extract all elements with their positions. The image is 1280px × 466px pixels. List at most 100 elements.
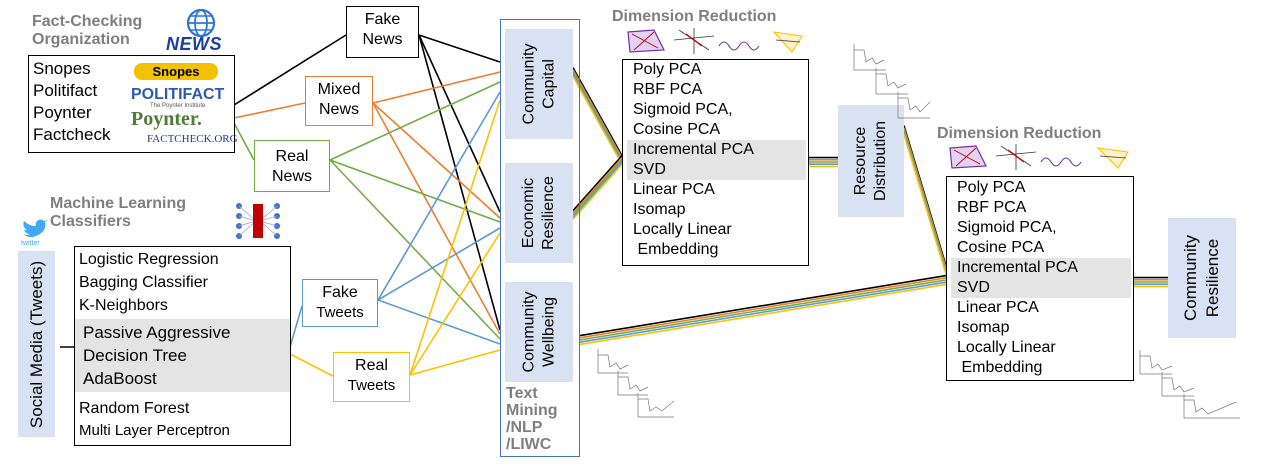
dimension-reduction-title-2: Dimension Reduction (937, 125, 1102, 142)
output-bundles (572, 67, 1168, 346)
news-line: Real (275, 148, 309, 165)
label-line: Resilience (1203, 238, 1222, 318)
title-line: Machine Learning (50, 195, 187, 212)
poynter-logo: Poynter. (131, 108, 202, 130)
resource-distribution-label: Resource Distribution (838, 105, 904, 217)
bundle-strand (572, 157, 623, 214)
classifier-item: Multi Layer Perceptron (79, 422, 230, 439)
snopes-logo: Snopes (134, 63, 218, 80)
real-tweets-box: Real Tweets (333, 352, 410, 402)
neural-network-icon (236, 203, 280, 239)
real-tweets-connectors (289, 99, 501, 377)
classifier-item: Random Forest (79, 400, 190, 417)
economic-resilience-label: Economic Resilience (505, 163, 573, 263)
community-wellbeing-label: Community Wellbeing (505, 282, 573, 382)
functionality-curve-icon (1139, 350, 1240, 419)
poynter-institute-text: The Poynter Institute (150, 103, 206, 109)
bundle-strand (579, 281, 947, 343)
org-poynter: Poynter (33, 103, 92, 122)
title-line: Fact-Checking (32, 13, 143, 30)
org-snopes: Snopes (33, 59, 91, 78)
functionality-curve-icon (597, 349, 675, 418)
method-item: Embedding (633, 241, 719, 258)
real-news-box: Real News (254, 140, 330, 192)
label-line: Capital (540, 59, 557, 109)
dimension-reduction-graphic-icon (627, 28, 803, 54)
bundle-strand (572, 71, 623, 161)
method-item: Poly PCA (633, 61, 702, 78)
bundle-strand (903, 134, 947, 275)
method-item: Isomap (633, 201, 686, 218)
news-line: Tweets (347, 377, 396, 394)
bundle-strand (572, 73, 623, 163)
news-line: Fake (364, 11, 401, 28)
functionality-curve-icon (853, 44, 931, 119)
method-highlight: Incremental PCA SVD (951, 258, 1131, 298)
classifier-highlight: Passive Aggressive Decision Tree AdaBoos… (75, 319, 290, 392)
label-line: Wellbeing (540, 297, 557, 367)
bundle-strand (572, 76, 623, 165)
method-item: Cosine PCA (633, 121, 721, 138)
label-line: Community (520, 43, 537, 125)
politifact-logo: POLITIFACT (131, 86, 225, 103)
method-item: Incremental PCA (957, 259, 1078, 276)
bundle-strand (572, 67, 623, 156)
method-item: Locally Linear (957, 339, 1056, 356)
dimension-reduction-box-1: Poly PCA RBF PCA Sigmoid PCA, Cosine PCA… (622, 59, 809, 266)
social-media-label: Social Media (Tweets) (18, 251, 55, 437)
label-line: Mining (506, 402, 558, 419)
news-logo: NEWS (166, 34, 222, 54)
twitter-logo-icon (23, 219, 48, 237)
bundle-strand (572, 163, 623, 220)
ml-classifiers-box: Logistic Regression Bagging Classifier K… (74, 246, 291, 446)
classifier-item: AdaBoost (83, 369, 157, 388)
mixed-news-connectors (233, 71, 501, 335)
news-line: News (271, 168, 312, 185)
fact-checking-title: Fact-Checking Organization (32, 13, 142, 49)
bundle-strand (579, 277, 947, 339)
method-item: SVD (633, 161, 666, 178)
dimension-reduction-graphic-icon (949, 144, 1129, 170)
label-line: /NLP (506, 419, 543, 436)
fake-news-connectors (233, 34, 501, 331)
news-line: Tweets (316, 304, 364, 321)
bundle-strand (572, 69, 623, 159)
news-line: Real (355, 357, 388, 374)
method-item: Incremental PCA (633, 141, 754, 158)
community-capital-label: Community Capital (505, 29, 573, 139)
bundle-strand (579, 279, 947, 341)
method-item: Sigmoid PCA, (957, 219, 1057, 236)
classifier-item: Logistic Regression (79, 251, 219, 268)
ml-title: Machine Learning Classifiers (50, 195, 186, 231)
method-item: Linear PCA (633, 181, 715, 198)
real-news-connectors (233, 81, 501, 340)
method-item: Sigmoid PCA, (633, 101, 733, 118)
community-resilience-label: Community Resilience (1168, 218, 1236, 338)
classifier-item: Bagging Classifier (79, 274, 208, 291)
dimension-reduction-box-2: Poly PCA RBF PCA Sigmoid PCA, Cosine PCA… (946, 176, 1134, 381)
label-line: Community (520, 291, 537, 373)
news-line: News (318, 101, 359, 118)
news-line: Mixed (317, 81, 361, 98)
classifier-item: Passive Aggressive (83, 323, 231, 342)
method-item: RBF PCA (633, 81, 703, 98)
title-line: Organization (32, 31, 130, 48)
globe-icon (186, 8, 216, 38)
fake-tweets-box: Fake Tweets (302, 279, 378, 327)
twitter-logo-text: twitter (21, 240, 40, 247)
method-item: Cosine PCA (957, 239, 1045, 256)
method-item: Embedding (957, 359, 1043, 376)
bundle-strand (579, 283, 947, 346)
method-item: Poly PCA (957, 179, 1026, 196)
fake-tweets-connectors (289, 91, 501, 348)
label-line: Economic (520, 177, 537, 249)
method-item: Isomap (957, 319, 1010, 336)
factcheck-logo: FACTCHECK.ORG (147, 133, 238, 145)
label-line: Text (506, 385, 538, 402)
method-item: RBF PCA (957, 199, 1027, 216)
label-line: Resilience (540, 176, 557, 250)
mixed-news-box: Mixed News (305, 76, 373, 126)
text-mining-panel (500, 19, 580, 457)
